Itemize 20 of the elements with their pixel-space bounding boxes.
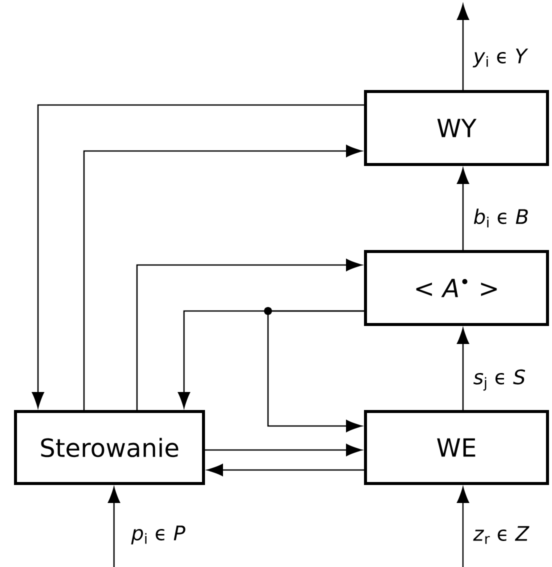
process-box: WE (364, 410, 549, 485)
arrow (456, 4, 470, 90)
arrow (456, 168, 470, 250)
process-box: Sterowanie (14, 410, 205, 485)
arrow (207, 464, 364, 476)
arrow (83, 144, 362, 410)
edge-label: p$_{i}$ ϵ P (130, 524, 186, 546)
process-box: < A$^{•}$ > (364, 250, 549, 326)
arrow (267, 310, 364, 432)
process-box: WY (364, 90, 549, 166)
edge-label: b$_{i}$ ϵ B (472, 208, 530, 228)
arrow (456, 487, 470, 567)
edge-label: y$_{i}$ ϵ Y (472, 48, 530, 68)
arrow (205, 444, 362, 456)
edge-label: s$_{j}$ ϵ S (472, 368, 527, 392)
arrow (32, 104, 364, 408)
arrow (108, 487, 120, 567)
edge-label: z$_{r}$ ϵ Z (472, 525, 530, 545)
arrow (136, 258, 362, 410)
arrow (456, 328, 470, 410)
